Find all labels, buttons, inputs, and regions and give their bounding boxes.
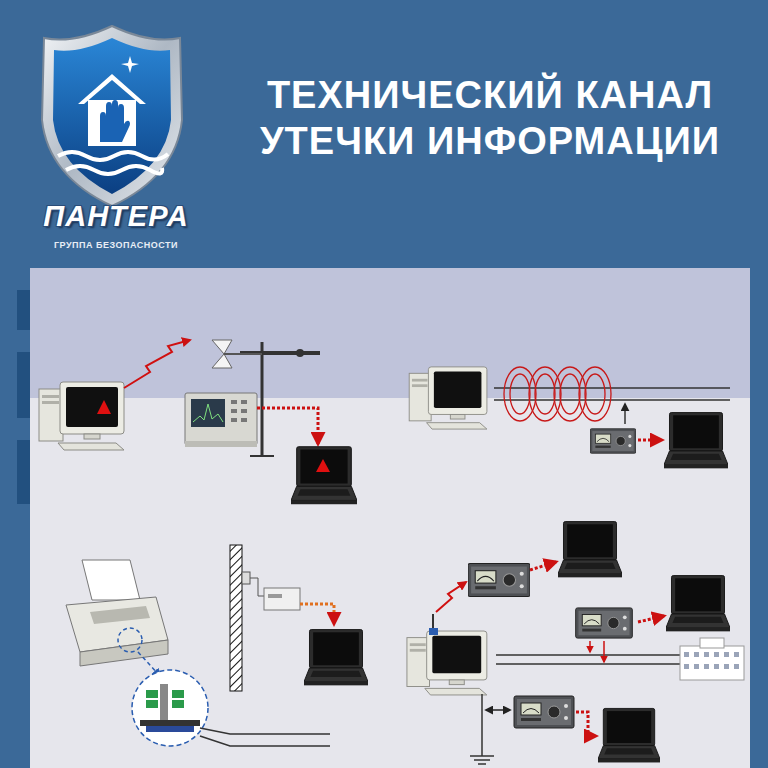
probe-lead — [486, 709, 510, 711]
probe-lead — [624, 404, 626, 424]
data-link — [576, 712, 596, 736]
pc-workstation — [39, 382, 124, 450]
pc-workstation — [407, 614, 487, 695]
laptop — [304, 630, 368, 686]
receiver — [590, 429, 636, 454]
brand-tagline: ГРУППА БЕЗОПАСНОСТИ — [30, 240, 202, 250]
data-link — [638, 439, 662, 442]
data-link — [257, 408, 318, 444]
relay-detail — [132, 670, 208, 746]
spectrum-analyzer — [185, 393, 257, 447]
logo-shield — [42, 26, 182, 206]
cable-line — [200, 728, 330, 746]
laptop — [558, 522, 622, 578]
receiver — [514, 696, 574, 728]
radio-emission — [124, 340, 190, 388]
wall — [230, 545, 242, 691]
magnify-mark — [118, 628, 142, 652]
receiver — [576, 608, 633, 638]
laptop — [664, 413, 728, 469]
pc-workstation — [409, 367, 487, 429]
receiver — [468, 563, 530, 596]
laptop — [291, 447, 357, 505]
ground-wire — [470, 694, 494, 764]
panel-floor — [30, 268, 750, 768]
panel-wall — [30, 268, 750, 398]
data-link — [300, 604, 334, 624]
laptop — [598, 708, 660, 762]
data-link — [530, 562, 556, 570]
probe-lead — [590, 641, 604, 662]
power-line — [496, 655, 680, 664]
magnify-leader — [138, 652, 160, 676]
brand-name: ПАНТЕРА — [34, 200, 198, 233]
building — [680, 638, 744, 680]
data-link — [638, 616, 664, 622]
radio-emission — [436, 582, 466, 612]
em-field — [504, 367, 611, 421]
dot-matrix-printer — [66, 560, 168, 666]
contact-microphone — [242, 572, 300, 610]
page-title: ТЕХНИЧЕСКИЙ КАНАЛ УТЕЧКИ ИНФОРМАЦИИ — [228, 72, 752, 164]
side-tabs — [17, 290, 30, 504]
laptop — [666, 576, 730, 632]
